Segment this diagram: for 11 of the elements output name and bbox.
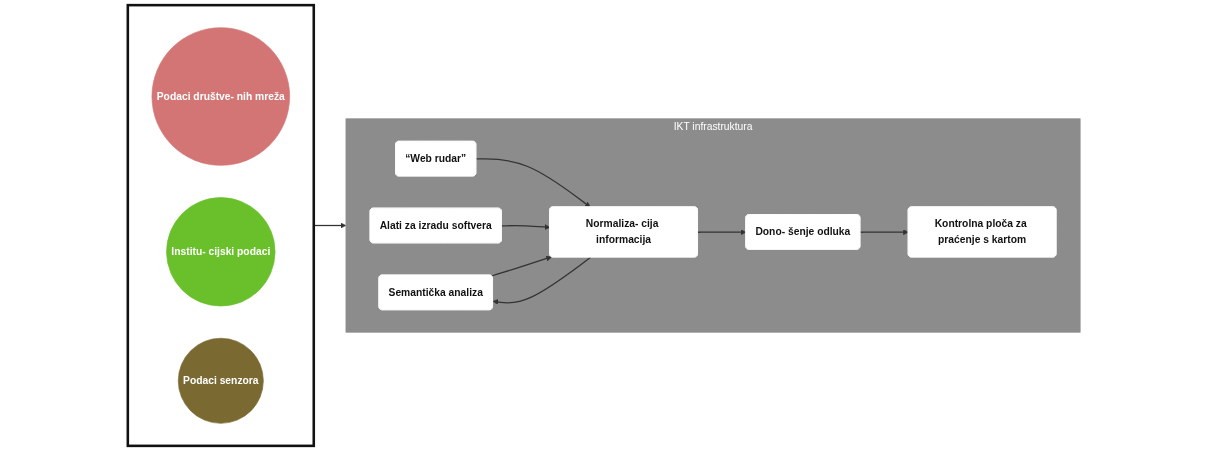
arrow xyxy=(475,158,591,208)
arrow xyxy=(313,222,347,229)
node-circle: Institu- cijski podaci xyxy=(166,197,276,307)
arrow xyxy=(697,229,747,235)
arrow xyxy=(501,224,551,230)
node-circle: Podaci društve- nih mreža xyxy=(151,27,290,166)
arrow xyxy=(859,229,909,235)
node-circle: Podaci senzora xyxy=(177,337,264,424)
arrow xyxy=(492,256,592,305)
cluster xyxy=(126,3,316,448)
arrow xyxy=(490,255,552,277)
